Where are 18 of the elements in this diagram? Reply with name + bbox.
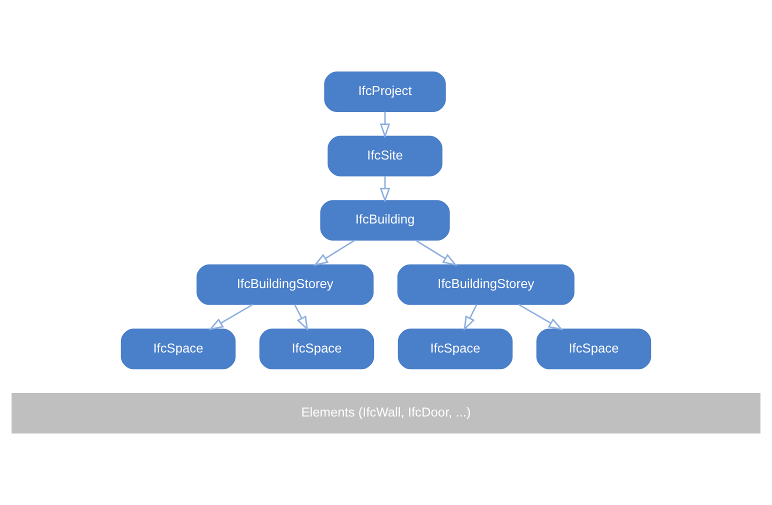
node-box: IfcProject (324, 71, 446, 112)
arrow (313, 240, 356, 266)
node-box: IfcSite (328, 136, 442, 176)
arrow (294, 304, 308, 332)
arrow (380, 176, 390, 203)
node-box: IfcSpace (259, 328, 374, 370)
node-box: IfcBuilding (320, 200, 450, 241)
node-box: Elements (IfcWall, IfcDoor, ...) (12, 392, 760, 434)
arrow (518, 304, 564, 330)
node-box: IfcSpace (536, 328, 652, 370)
arrow (208, 304, 254, 330)
node-box: IfcSpace (120, 328, 236, 370)
node-box: IfcSpace (398, 328, 513, 370)
arrow (415, 240, 458, 266)
node-box: IfcBuildingStorey (196, 264, 374, 305)
arrow (464, 304, 478, 332)
node-box: IfcBuildingStorey (397, 264, 574, 305)
arrow (380, 112, 390, 138)
